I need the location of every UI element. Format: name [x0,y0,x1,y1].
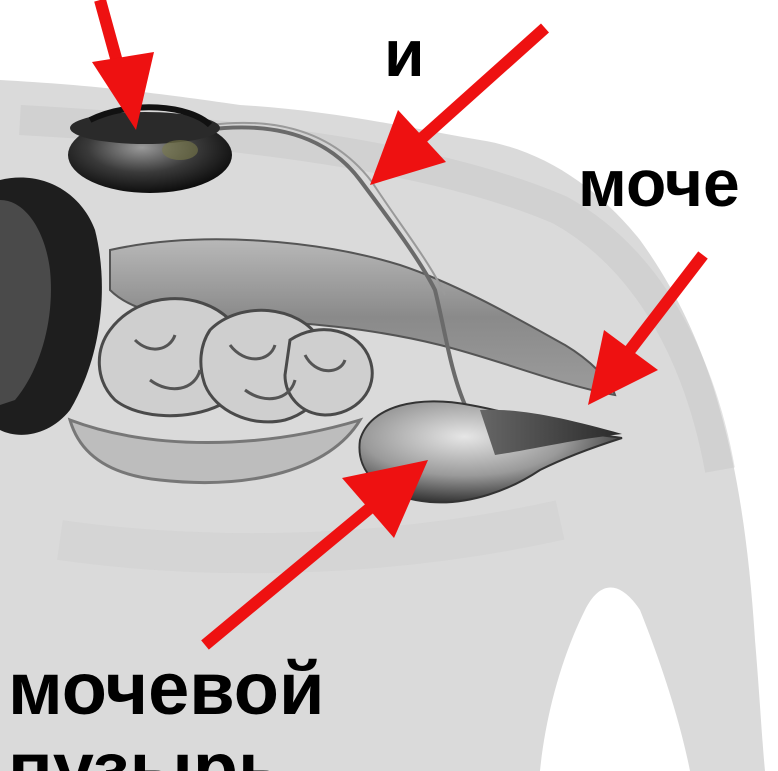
label-bladder-line2: пузырь [8,732,284,771]
label-urethra-fragment: моче [578,150,740,216]
kidney [68,107,232,193]
label-bladder-line1: мочевой [8,652,324,726]
label-kidney-fragment: и [384,20,425,86]
